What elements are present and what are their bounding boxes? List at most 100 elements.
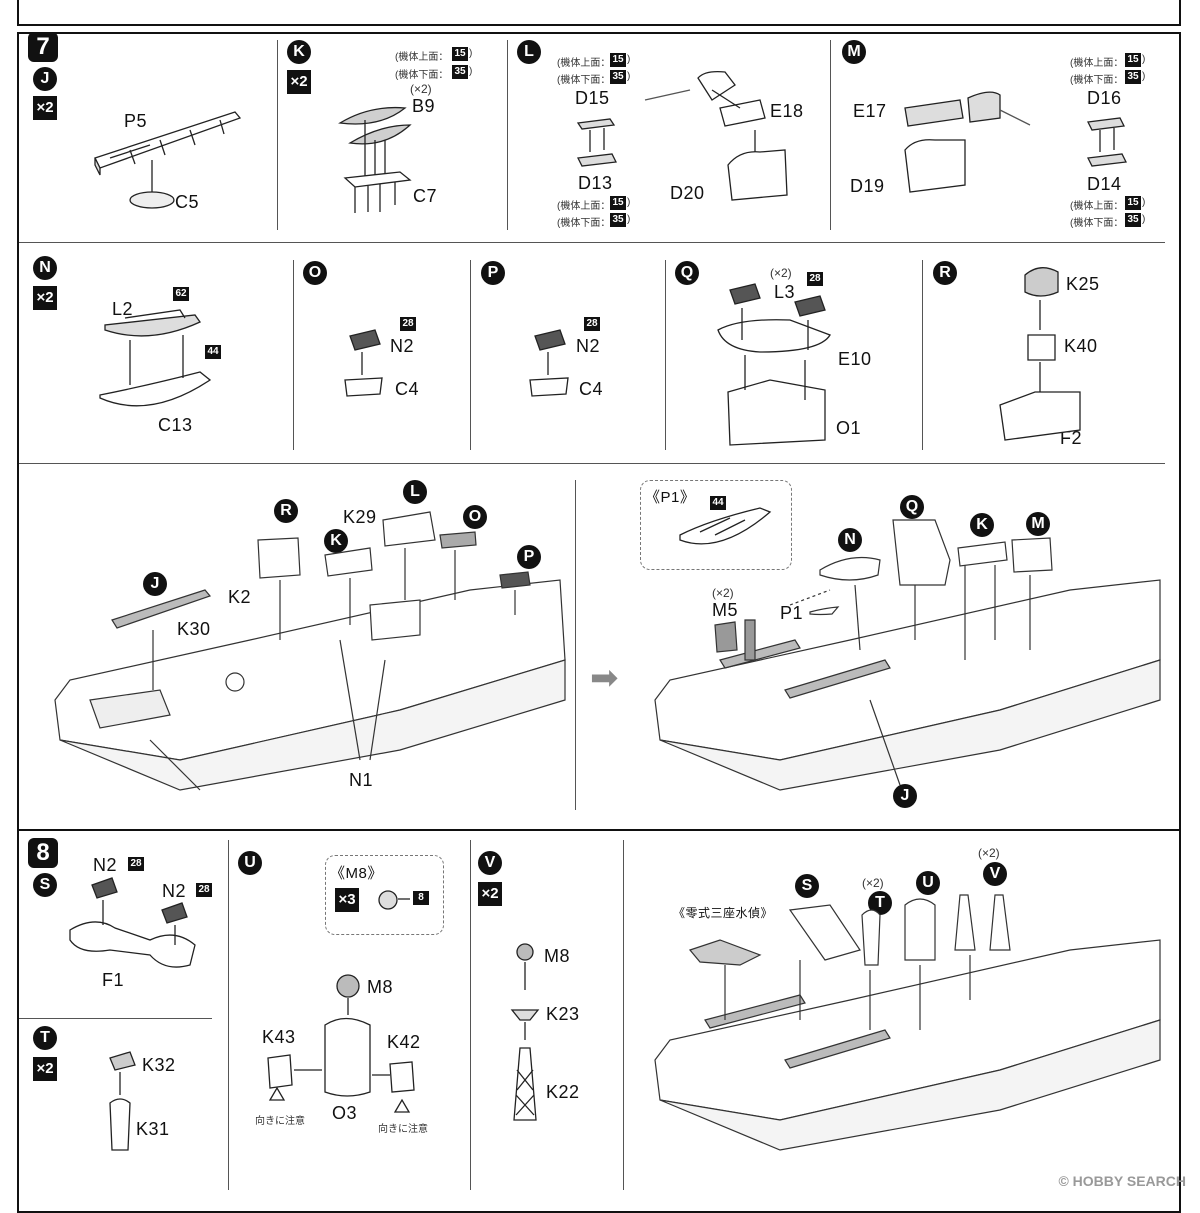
paint-number: 15 bbox=[1125, 196, 1141, 210]
note-bottom: (機体下面： bbox=[1070, 75, 1124, 86]
part-label: C4 bbox=[395, 379, 420, 399]
part-label: L2 bbox=[112, 299, 134, 319]
note-bottom: (機体下面： bbox=[1070, 218, 1124, 229]
part-label: K43 bbox=[262, 1027, 296, 1047]
multiplier-badge: ×2 bbox=[33, 286, 57, 310]
part-label: O3 bbox=[332, 1103, 358, 1123]
count-label: (×2) bbox=[770, 266, 792, 280]
part-label: K2 bbox=[228, 587, 252, 607]
paint-number: 62 bbox=[173, 287, 189, 301]
part-label: F1 bbox=[102, 970, 125, 990]
sub-step-badge: K bbox=[287, 40, 311, 64]
divider bbox=[293, 260, 294, 450]
note-close: ) bbox=[469, 48, 473, 59]
part-label: N2 bbox=[390, 336, 415, 356]
paint-number: 35 bbox=[452, 65, 468, 79]
part-label: K30 bbox=[177, 619, 211, 639]
part-label: K23 bbox=[546, 1004, 580, 1024]
note-close: ) bbox=[1142, 54, 1146, 65]
sub-step-badge: N bbox=[838, 528, 862, 552]
paint-number: 28 bbox=[196, 883, 212, 897]
note-top: (機体上面： bbox=[1070, 58, 1124, 69]
top-frame-edge bbox=[17, 0, 1181, 26]
divider bbox=[19, 242, 1165, 243]
next-arrow-icon: ➡ bbox=[590, 659, 619, 697]
sub-step-badge: Q bbox=[675, 261, 699, 285]
divider bbox=[19, 1018, 212, 1019]
part-label: L3 bbox=[774, 282, 796, 302]
part-label: K29 bbox=[343, 507, 377, 527]
part-label: M8 bbox=[544, 946, 571, 966]
inset-title: 《P1》 bbox=[645, 489, 696, 506]
note-top: (機体上面： bbox=[395, 52, 449, 63]
sub-step-badge: O bbox=[463, 505, 487, 529]
part-label: P5 bbox=[124, 111, 148, 131]
divider bbox=[575, 480, 576, 810]
divider bbox=[277, 40, 278, 230]
sub-step-badge: J bbox=[893, 784, 917, 808]
sub-step-badge: U bbox=[916, 871, 940, 895]
part-label: C13 bbox=[158, 415, 193, 435]
part-label: C5 bbox=[175, 192, 200, 212]
sub-step-badge: P bbox=[481, 261, 505, 285]
paint-number: 44 bbox=[710, 496, 726, 510]
note-bottom: (機体下面： bbox=[557, 75, 611, 86]
multiplier-badge: ×3 bbox=[335, 888, 359, 912]
sub-step-badge: L bbox=[403, 480, 427, 504]
paint-number: 8 bbox=[413, 891, 429, 905]
p1-inset-box bbox=[640, 480, 792, 570]
note-close: ) bbox=[627, 197, 631, 208]
m8-inset-box bbox=[325, 855, 444, 935]
paint-number: 28 bbox=[400, 317, 416, 331]
part-label: E18 bbox=[770, 101, 804, 121]
paint-number: 28 bbox=[128, 857, 144, 871]
sub-step-badge: K bbox=[324, 529, 348, 553]
part-label: P1 bbox=[780, 603, 804, 623]
multiplier-badge: ×2 bbox=[478, 882, 502, 906]
sub-step-badge: K bbox=[970, 513, 994, 537]
note-close: ) bbox=[469, 66, 473, 77]
sub-step-badge: M bbox=[1026, 512, 1050, 536]
count-label: (×2) bbox=[862, 876, 884, 890]
paint-number: 35 bbox=[1125, 70, 1141, 84]
note-close: ) bbox=[1142, 71, 1146, 82]
watermark: © HOBBY SEARCH bbox=[1058, 1173, 1186, 1189]
note-close: ) bbox=[1142, 214, 1146, 225]
warning-note: 向きに注意 bbox=[255, 1116, 305, 1127]
divider bbox=[922, 260, 923, 450]
divider bbox=[665, 260, 666, 450]
part-label: M8 bbox=[367, 977, 394, 997]
count-label: (×2) bbox=[978, 846, 1000, 860]
part-label: K32 bbox=[142, 1055, 176, 1075]
paint-number: 15 bbox=[452, 47, 468, 61]
inset-title: 《M8》 bbox=[330, 865, 383, 882]
part-label: K25 bbox=[1066, 274, 1100, 294]
step-number: 8 bbox=[28, 838, 58, 868]
sub-step-badge: R bbox=[933, 261, 957, 285]
sub-step-badge: M bbox=[842, 40, 866, 64]
paint-number: 28 bbox=[584, 317, 600, 331]
divider bbox=[507, 40, 508, 230]
sub-step-badge: J bbox=[33, 67, 57, 91]
part-label: F2 bbox=[1060, 428, 1083, 448]
note-bottom: (機体下面： bbox=[395, 70, 449, 81]
plane-title: 《零式三座水偵》 bbox=[673, 906, 774, 920]
sub-step-badge: V bbox=[478, 851, 502, 875]
paint-number: 35 bbox=[610, 70, 626, 84]
multiplier-badge: ×2 bbox=[33, 1057, 57, 1081]
part-label: B9 bbox=[412, 96, 436, 116]
part-label: N1 bbox=[349, 770, 374, 790]
paint-number: 15 bbox=[610, 196, 626, 210]
part-label: E17 bbox=[853, 101, 887, 121]
